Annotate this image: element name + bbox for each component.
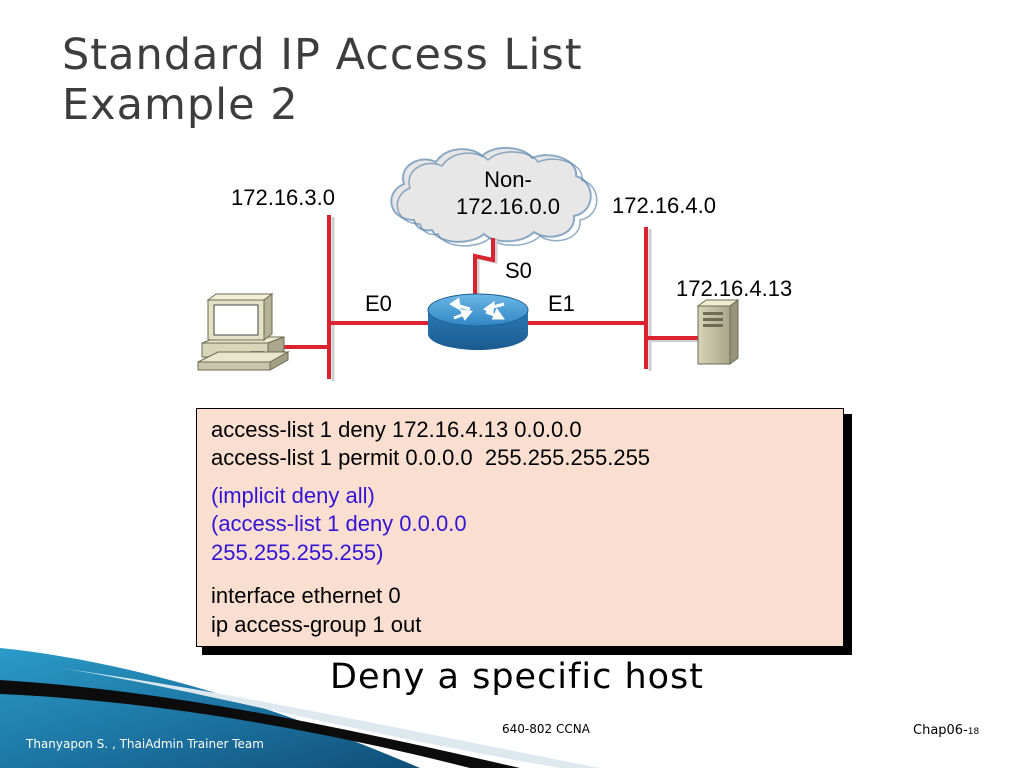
implicit-acl-line: (access-list 1 deny 0.0.0.0 — [211, 511, 467, 536]
slide-title-line2: Example 2 — [62, 80, 299, 130]
footer-page: Chap06-18 — [913, 723, 979, 738]
internet-cloud — [390, 147, 598, 247]
right-ethernet-segment — [644, 227, 652, 371]
acl-permit-line: access-list 1 permit 0.0.0.0 255.255.255… — [211, 445, 651, 470]
right-network-label: 172.16.4.0 — [612, 193, 716, 218]
router-icon — [427, 293, 529, 350]
host-address-label: 172.16.4.13 — [676, 276, 793, 301]
e1-interface-label: E1 — [548, 291, 575, 316]
serial-link — [473, 238, 498, 300]
workstation-icon — [197, 293, 290, 371]
slide-title: Standard IP Access List Example 2 — [62, 30, 583, 130]
footer-course: 640-802 CCNA — [502, 722, 590, 736]
footer-page-number: 18 — [967, 727, 980, 737]
cloud-label-line1: Non- — [484, 167, 532, 192]
interface-line: interface ethernet 0 — [211, 583, 401, 608]
left-network-label: 172.16.3.0 — [231, 185, 335, 210]
slide-caption: Deny a specific host — [330, 657, 704, 697]
serial-interface-label: S0 — [505, 258, 532, 283]
e0-interface-label: E0 — [365, 291, 392, 316]
implicit-deny-line: (implicit deny all) — [211, 483, 375, 508]
cloud-label-line2: 172.16.0.0 — [456, 194, 560, 219]
slide-title-line1: Standard IP Access List — [62, 30, 583, 80]
config-box — [196, 408, 844, 647]
cloud-label: Non- 172.16.0.0 — [438, 166, 578, 220]
server-icon — [696, 299, 740, 365]
left-ethernet-segment — [327, 215, 335, 381]
footer-author: Thanyapon S. , ThaiAdmin Trainer Team — [26, 737, 264, 751]
implicit-mask-line: 255.255.255.255) — [211, 540, 384, 565]
footer-chapter: Chap06- — [913, 723, 968, 738]
acl-deny-line: access-list 1 deny 172.16.4.13 0.0.0.0 — [211, 417, 582, 442]
access-group-line: ip access-group 1 out — [211, 612, 422, 637]
